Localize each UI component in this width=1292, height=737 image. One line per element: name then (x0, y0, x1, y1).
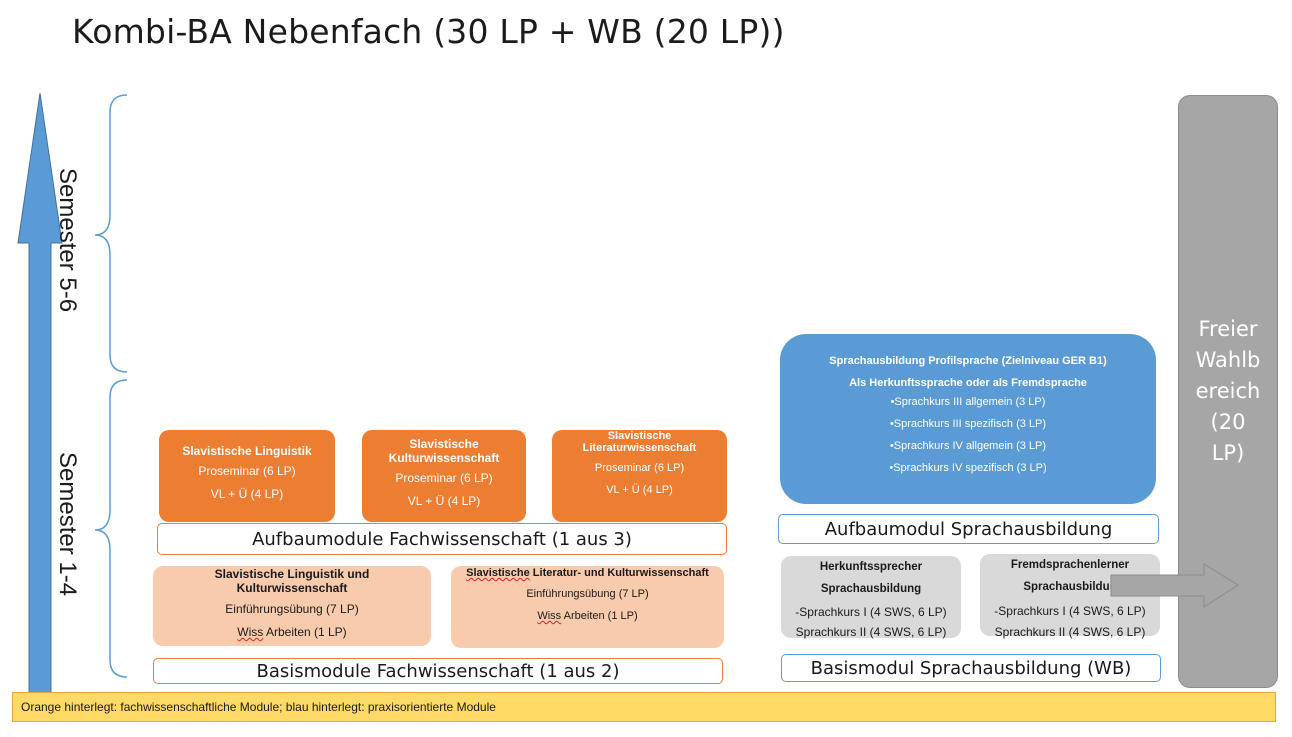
page-title: Kombi-BA Nebenfach (30 LP + WB (20 LP)) (72, 12, 785, 51)
right-arrow-icon (1110, 563, 1239, 608)
free-line: Freier (1198, 317, 1258, 341)
module-line: Sprachkurs II (4 SWS, 6 LP) (795, 625, 947, 639)
module-item: •Sprachkurs IV spezifisch (3 LP) (889, 462, 1047, 474)
brace-upper (94, 94, 128, 373)
module-line: -Sprachkurs I (4 SWS, 6 LP) (994, 604, 1146, 618)
module-herkunftssprecher: Herkunftssprecher Sprachausbildung -Spra… (781, 556, 961, 639)
module-line: Proseminar (6 LP) (198, 464, 296, 478)
module-title: Sprachausbildung Profilsprache (Zielnive… (829, 355, 1107, 367)
module-title: Sprachausbildung (820, 583, 922, 595)
basismodul-sprachausbildung-label: Basismodul Sprachausbildung (WB) (781, 654, 1161, 682)
module-line: Wiss Arbeiten (1 LP) (537, 610, 638, 622)
semester-axis (17, 92, 128, 696)
module-title: Slavistische (409, 437, 479, 451)
module-fremdsprachenlerner: Fremdsprachenlerner Sprachausbildun -Spr… (980, 554, 1160, 639)
free-line: (20 (1210, 410, 1246, 434)
module-title: Herkunftssprecher (819, 561, 923, 573)
brace-lower (94, 379, 128, 678)
module-item: •Sprachkurs III allgemein (3 LP) (890, 396, 1046, 408)
semester-upper-label: Semester 5-6 (54, 168, 81, 313)
basismodule-fachwissenschaft-label: Basismodule Fachwissenschaft (1 aus 2) (153, 658, 723, 684)
module-title: Slavistische (607, 430, 672, 442)
module-line: Einführungsübung (7 LP) (526, 588, 649, 600)
module-title: Slavistische Linguistik (182, 444, 312, 458)
module-slavistische-literaturwissenschaft: Slavistische Literaturwissenschaft Prose… (552, 430, 727, 522)
module-title: Kulturwissenschaft (388, 451, 500, 465)
aufbaumodule-fachwissenschaft-label: Aufbaumodule Fachwissenschaft (1 aus 3) (157, 523, 727, 555)
module-subtitle: Als Herkunftssprache oder als Fremdsprac… (849, 377, 1087, 389)
module-slavistische-linguistik: Slavistische Linguistik Proseminar (6 LP… (159, 430, 335, 522)
module-line: VL + Ü (4 LP) (407, 494, 481, 508)
module-line: -Sprachkurs I (4 SWS, 6 LP) (795, 605, 947, 619)
module-literatur-kulturwissenschaft: Slavistische Literatur- und Kulturwissen… (451, 566, 724, 648)
aufbaumodul-sprachausbildung-label: Aufbaumodul Sprachausbildung (778, 514, 1159, 544)
free-line: LP) (1211, 441, 1245, 465)
module-line: Proseminar (6 LP) (395, 471, 493, 485)
module-line: Einführungsübung (7 LP) (225, 602, 359, 616)
module-title: Sprachausbildun (1023, 581, 1117, 593)
module-line: VL + Ü (4 LP) (606, 484, 673, 496)
module-line: VL + Ü (4 LP) (210, 487, 284, 501)
free-line: Wahlb (1195, 348, 1261, 372)
module-line: Wiss Arbeiten (1 LP) (237, 625, 347, 639)
semester-lower-label: Semester 1-4 (54, 452, 81, 597)
legend: Orange hinterlegt: fachwissenschaftliche… (12, 692, 1276, 722)
module-title: Slavistische Linguistik und (214, 567, 370, 581)
module-title: Literaturwissenschaft (582, 442, 697, 454)
module-title: Slavistische Literatur- und Kulturwissen… (466, 567, 709, 579)
module-item: •Sprachkurs IV allgemein (3 LP) (889, 440, 1047, 452)
module-line: Sprachkurs II (4 SWS, 6 LP) (994, 625, 1146, 639)
module-sprachausbildung-profilsprache: Sprachausbildung Profilsprache (Zielnive… (780, 334, 1156, 504)
module-item: •Sprachkurs III spezifisch (3 LP) (889, 418, 1047, 430)
module-slavistische-kulturwissenschaft: Slavistische Kulturwissenschaft Prosemin… (362, 430, 526, 522)
module-title: Fremdsprachenlerner (1010, 559, 1130, 571)
module-linguistik-kulturwissenschaft: Slavistische Linguistik und Kulturwissen… (153, 566, 431, 646)
time-arrow (17, 92, 63, 696)
free-line: ereich (1195, 379, 1261, 403)
module-line: Proseminar (6 LP) (594, 462, 685, 474)
module-title: Kulturwissenschaft (236, 581, 348, 595)
